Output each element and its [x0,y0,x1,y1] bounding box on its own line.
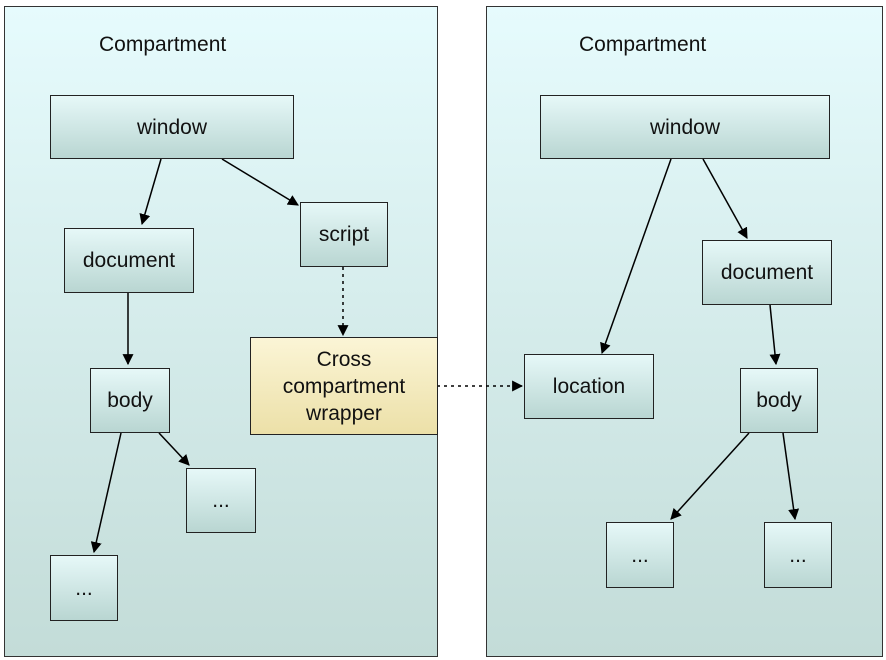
ellipsis-node: ... [186,468,256,533]
edge-window-script [221,158,299,206]
document-node: document [64,228,194,293]
cross-compartment-wrapper-node: Cross compartment wrapper [250,337,438,435]
edge-window-document [702,158,748,239]
compartment-title: Compartment [99,33,227,56]
edge-body-ellipsis-left [670,432,750,520]
edge-body-ellipsis-right [158,432,190,466]
document-node: document [702,240,832,305]
window-node: window [540,95,830,159]
body-node: body [740,368,818,433]
ellipsis-node: ... [606,522,674,588]
edge-window-location [600,158,672,355]
edge-body-ellipsis-bottom [90,432,122,554]
ellipsis-node: ... [50,555,118,621]
compartment-title: Compartment [579,33,707,56]
location-node: location [524,354,654,419]
edge-body-ellipsis-right [782,432,800,521]
edge-document-body [769,304,781,366]
body-node: body [90,368,170,433]
script-node: script [300,202,388,267]
window-node: window [50,95,294,159]
ellipsis-node: ... [764,522,832,588]
edge-window-document [139,158,162,226]
